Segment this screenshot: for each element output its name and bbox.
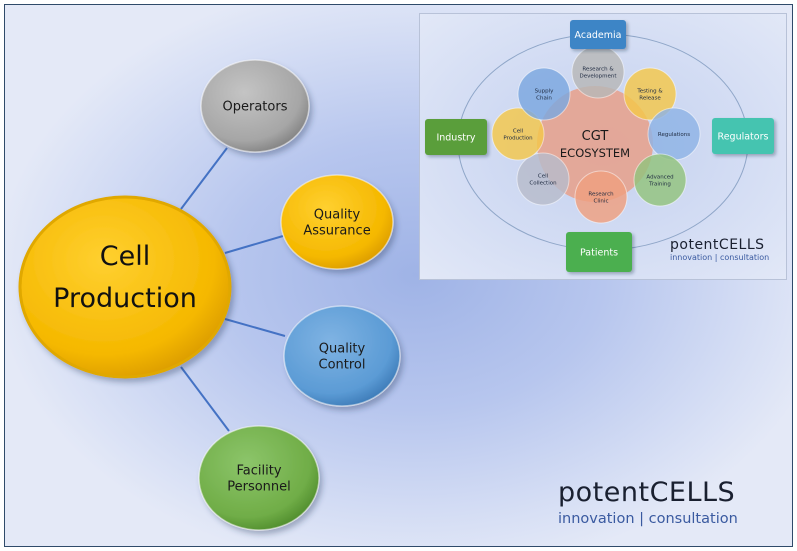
ecosystem-petal-label: Testing & bbox=[636, 88, 663, 94]
ecosystem-petal-label: Development bbox=[579, 73, 617, 79]
ecosystem-petal-label: Supply bbox=[535, 88, 554, 94]
stakeholder-regulators: Regulators bbox=[712, 118, 774, 154]
footer-logo: potentCELLS innovation | consultation bbox=[558, 477, 738, 528]
ecosystem-petal-label: Release bbox=[639, 95, 661, 101]
ecosystem-center-label-line1: CGT bbox=[582, 129, 609, 144]
ecosystem-petal-label: Cell bbox=[513, 128, 524, 134]
ecosystem-petal-circle bbox=[633, 153, 687, 207]
stakeholder-label: Regulators bbox=[718, 132, 769, 143]
facility-personnel-label: Facility bbox=[236, 464, 281, 479]
ecosystem-petal-label: Production bbox=[503, 135, 533, 141]
stakeholder-label: Patients bbox=[580, 248, 618, 259]
quality-control-circle bbox=[283, 305, 401, 407]
footer-logo-brand-bold: potent bbox=[558, 477, 650, 508]
ecosystem-petal-label: Regulations bbox=[658, 132, 690, 138]
quality-control-label: Control bbox=[319, 358, 366, 373]
inset-logo-brand-bold: potent bbox=[670, 237, 719, 253]
facility-personnel-circle bbox=[198, 425, 320, 531]
ecosystem-petal-circle bbox=[517, 67, 571, 121]
inset-logo-brand-rest: CELLS bbox=[718, 237, 765, 253]
operators-connector bbox=[180, 147, 228, 210]
ecosystem-petal-label: Research & bbox=[582, 66, 614, 72]
footer-logo-brand-rest: CELLS bbox=[649, 477, 736, 508]
operators-circle bbox=[200, 59, 310, 153]
quality-assurance-circle bbox=[280, 174, 394, 270]
node-operators: Operators bbox=[200, 59, 310, 153]
ecosystem-petal: Regulations bbox=[647, 107, 701, 161]
quality-control-label: Quality bbox=[319, 342, 366, 357]
footer-logo-tagline: innovation | consultation bbox=[558, 511, 738, 527]
inset-logo-tagline: innovation | consultation bbox=[670, 253, 770, 262]
ecosystem-petal: Testing &Release bbox=[623, 67, 677, 121]
ecosystem-petal-label: Research bbox=[588, 191, 614, 197]
ecosystem-petal-label: Clinic bbox=[594, 198, 609, 204]
ecosystem-petal: Research &Development bbox=[571, 45, 625, 99]
stakeholder-box bbox=[425, 119, 487, 155]
quality-assurance-connector bbox=[224, 235, 284, 254]
ecosystem-petal-label: Advanced bbox=[646, 174, 673, 180]
inset-logo: potentCELLS innovation | consultation bbox=[670, 237, 770, 263]
facility-personnel-connector bbox=[180, 366, 230, 432]
ecosystem-petal-label: Chain bbox=[536, 95, 552, 101]
stakeholder-box bbox=[570, 20, 626, 49]
ecosystem-petal-circle bbox=[574, 170, 628, 224]
quality-assurance-label: Assurance bbox=[303, 224, 370, 239]
stakeholder-label: Industry bbox=[436, 133, 475, 144]
quality-control-connector bbox=[224, 318, 286, 337]
center-node-label-line2: Production bbox=[53, 283, 197, 314]
ecosystem-petal-circle bbox=[516, 152, 570, 206]
ecosystem-petal-label: Training bbox=[648, 181, 671, 187]
stakeholder-box bbox=[712, 118, 774, 154]
stakeholder-patients: Patients bbox=[566, 232, 632, 272]
ecosystem-center-label-line2: ECOSYSTEM bbox=[560, 146, 630, 160]
operators-label: Operators bbox=[223, 100, 288, 115]
ecosystem-petal-label: Cell bbox=[538, 173, 549, 179]
facility-personnel-label: Personnel bbox=[227, 480, 291, 495]
ecosystem-petal-circle bbox=[623, 67, 677, 121]
ecosystem-petal-circle bbox=[491, 107, 545, 161]
quality-assurance-label: Quality bbox=[314, 208, 361, 223]
center-node-label-line1: Cell bbox=[100, 241, 150, 272]
stakeholder-label: Academia bbox=[575, 30, 622, 41]
center-node-circle bbox=[18, 195, 232, 379]
stakeholder-academia: Academia bbox=[570, 20, 626, 49]
ecosystem-petal-label: Collection bbox=[529, 180, 557, 186]
stakeholder-industry: Industry bbox=[425, 119, 487, 155]
stakeholder-box bbox=[566, 232, 632, 272]
